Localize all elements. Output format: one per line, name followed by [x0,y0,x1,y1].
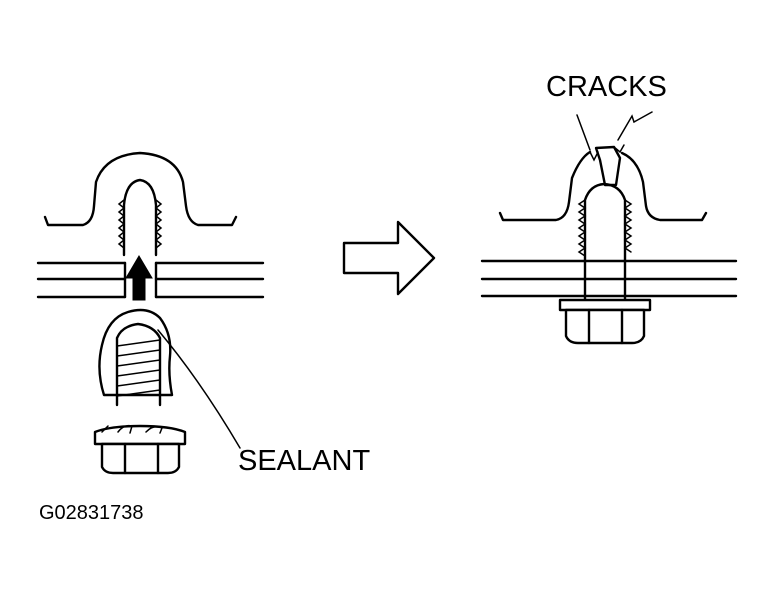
transition-arrow-right [342,220,436,296]
left-hole-walls [123,261,158,299]
left-dome-bore [122,178,158,257]
sealant-leader [157,329,241,449]
sealant-label: SEALANT [238,445,371,477]
right-assembly [480,111,738,345]
figure-code: G02831738 [39,502,144,524]
cracks-leader-right [617,111,653,141]
right-panel-dome [498,150,592,222]
left-bolt-hex-head [100,442,181,475]
crack-fracture-lines [589,144,625,162]
right-bolt-shank [583,182,627,302]
left-hex-faces [123,442,160,475]
left-bore-threads-left [117,199,126,249]
insert-arrow-up [125,255,153,301]
crack-fragment-tip [594,145,622,187]
right-hex-faces [587,308,624,345]
right-bolt-threads-left [577,199,587,257]
right-bolt-hex-head [564,308,646,345]
left-bolt-flange [93,424,187,446]
left-bolt-threads [116,339,161,397]
left-bore-threads-right [154,199,163,249]
cracks-label: CRACKS [546,71,667,103]
left-assembly [36,151,265,475]
right-bolt-threads-right [623,199,633,253]
right-panel-dome-right [620,151,708,222]
right-bolt-flange [558,298,652,312]
left-bolt-shank [115,322,162,407]
left-panel-dome [43,151,238,227]
left-flange-sealant-smear [101,424,163,434]
cracks-leader-left [576,114,591,151]
